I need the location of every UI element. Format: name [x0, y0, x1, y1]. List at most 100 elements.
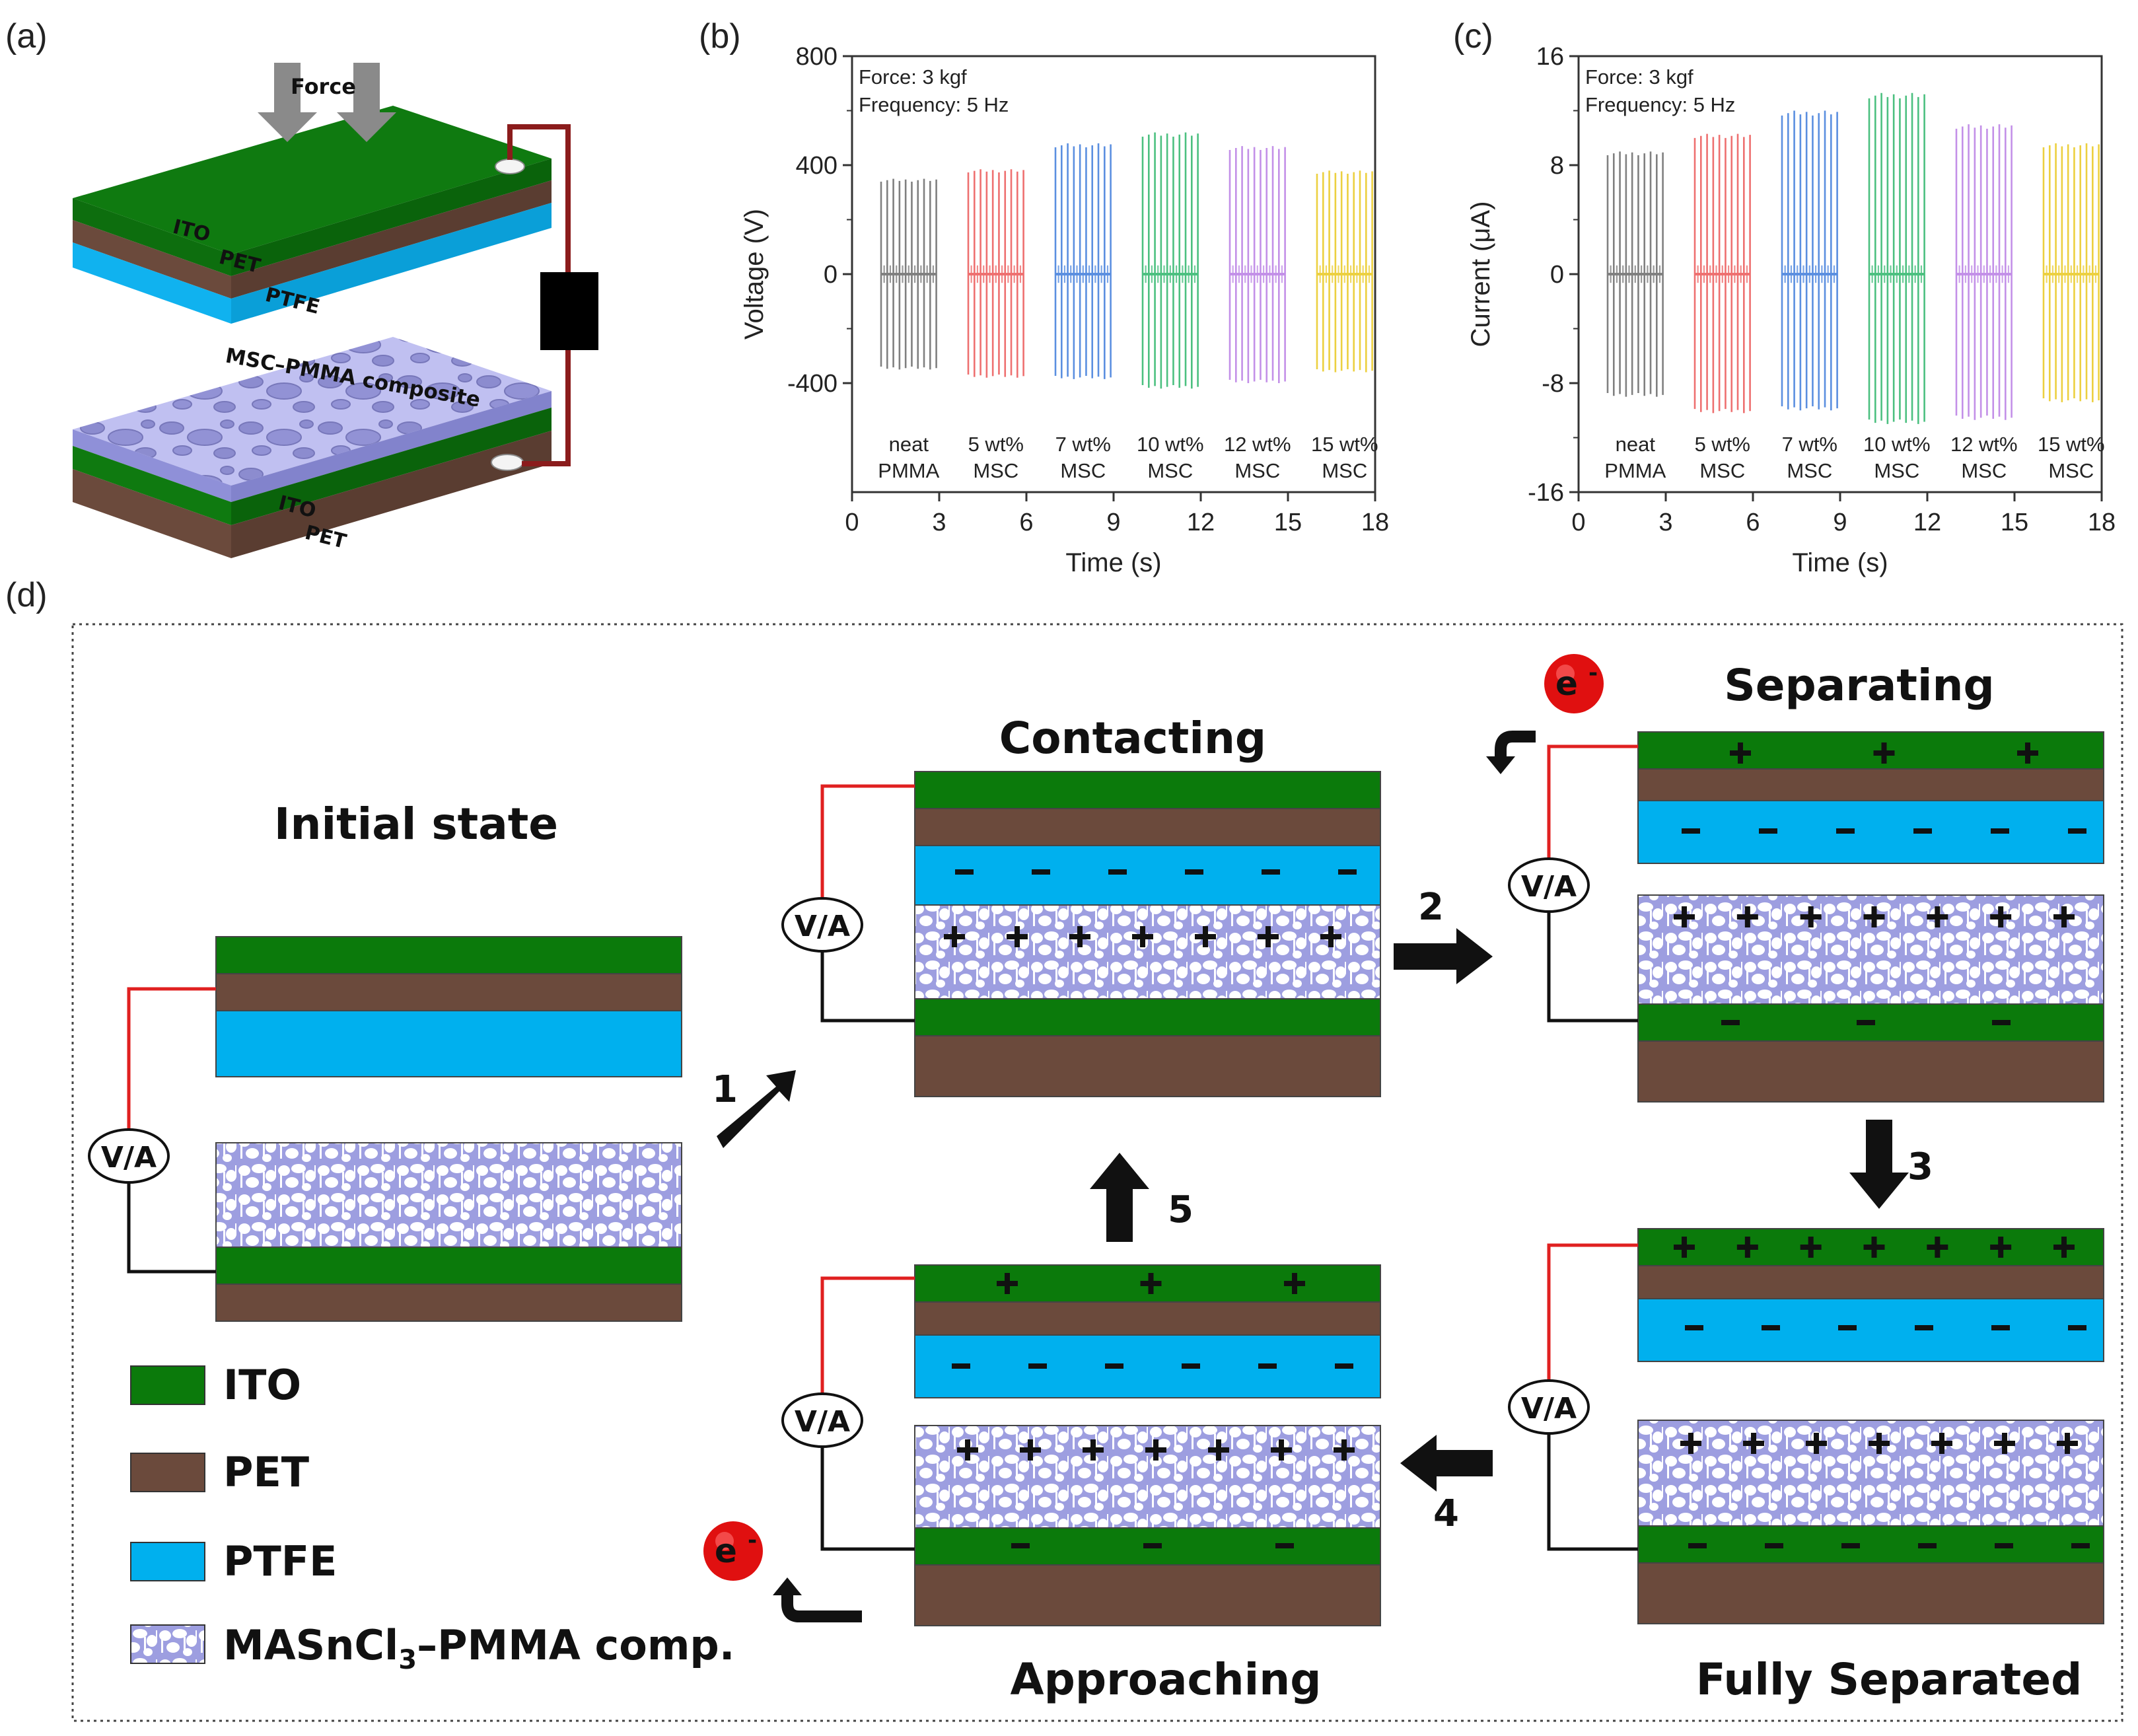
series-label: MSC: [1322, 459, 1367, 482]
series-label: 10 wt%: [1137, 433, 1204, 456]
series-7-wt-msc: 7 wt%MSC: [1781, 110, 1838, 482]
negative-charge: [1857, 1020, 1875, 1025]
positive-charge-v: [1738, 742, 1743, 764]
electron-separating: e -: [1544, 654, 1604, 713]
force-label: Force: [291, 74, 356, 99]
negative-charge: [1262, 869, 1280, 875]
positive-charge-v: [2061, 906, 2067, 927]
negative-charge: [1028, 1363, 1047, 1369]
negative-charge: [1759, 828, 1777, 834]
positive-charge-v: [965, 1439, 970, 1461]
legend-swatch-ptfe: [130, 1542, 205, 1581]
x-tick-label: 3: [1658, 509, 1672, 536]
wire-bottom: [522, 350, 571, 466]
x-tick-label: 12: [1913, 509, 1941, 536]
electrode-contact-bottom: [491, 454, 524, 471]
y-tick-label: 400: [796, 152, 837, 180]
y-tick-label: -16: [1528, 479, 1564, 507]
positive-charge-v: [1279, 1439, 1284, 1461]
top-ito-face: [73, 106, 552, 254]
positive-charge-v: [1153, 1439, 1158, 1461]
panel-d-frame: [71, 623, 2123, 1722]
step-5: 5: [1168, 1188, 1194, 1231]
negative-charge: [1275, 1543, 1294, 1548]
series-label: 12 wt%: [1950, 433, 2018, 456]
negative-charge: [1991, 828, 2009, 834]
load-box: [540, 272, 598, 350]
title-initial: Initial state: [274, 799, 558, 850]
series-12-wt-msc: 12 wt% MSC: [1950, 124, 2018, 482]
positive-charge-v: [1939, 1433, 1944, 1454]
stack-contacting: V/A: [781, 771, 1381, 1097]
layer-label-pet-bottom: PET: [303, 521, 349, 554]
positive-charge-v: [1265, 926, 1271, 947]
positive-charge-v: [1140, 926, 1145, 947]
panel-label-c: (c): [1453, 17, 1493, 55]
series-label: 5 wt%: [1695, 433, 1750, 456]
panel-label-d: (d): [5, 576, 48, 614]
stack-fully-separated: V/A: [1508, 1228, 2104, 1624]
chart-annotation: Force: 3 kgf: [1585, 65, 1693, 89]
x-tick-label: 6: [1019, 509, 1033, 536]
negative-charge: [1688, 1543, 1707, 1548]
stack-approaching: V/A: [781, 1264, 1381, 1626]
negative-charge: [1011, 1543, 1030, 1548]
series-label: 10 wt%: [1863, 433, 1931, 456]
positive-charge-v: [1808, 1237, 1814, 1258]
series-5-wt-msc: 5 wt% MSC: [967, 169, 1024, 482]
negative-charge: [1836, 828, 1855, 834]
negative-charge: [1685, 1325, 1703, 1330]
y-tick-label: 0: [1550, 261, 1564, 289]
positive-charge-v: [1341, 1439, 1347, 1461]
positive-charge-v: [1935, 906, 1941, 927]
series-label: neat: [889, 433, 929, 456]
device-schematic: ITO PET PTFE Force MSC–PMMA composite IT…: [73, 63, 598, 558]
meter-approaching: [781, 1392, 863, 1448]
y-tick-label: 8: [1550, 152, 1564, 180]
y-tick-label: 800: [796, 43, 837, 71]
positive-charge-v: [2061, 1237, 2067, 1258]
series-10-wt-msc: 10 wt%MSC: [1137, 132, 1204, 482]
series-12-wt-msc: 12 wt%MSC: [1224, 146, 1291, 482]
negative-charge: [952, 1363, 970, 1369]
series-label: MSC: [1060, 459, 1106, 482]
series-label: 12 wt%: [1224, 433, 1291, 456]
negative-charge: [1335, 1363, 1353, 1369]
series-label: 5 wt%: [968, 433, 1024, 456]
stack-separating: V/A: [1508, 731, 2104, 1103]
svg-text:e: e: [715, 1532, 737, 1570]
legend-swatch-ito: [130, 1365, 205, 1405]
positive-charge-v: [1216, 1439, 1221, 1461]
x-tick-label: 9: [1106, 509, 1120, 536]
positive-charge-v: [1148, 1273, 1154, 1294]
series-label: MSC: [973, 459, 1018, 482]
svg-text:V/A: V/A: [795, 1405, 850, 1439]
legend-label-pet: PET: [223, 1448, 309, 1496]
negative-charge: [1995, 1543, 2013, 1548]
legend-swatch-pet: [130, 1453, 205, 1492]
positive-charge-v: [1751, 1433, 1756, 1454]
electrode-contact-top: [495, 159, 525, 174]
negative-charge: [1991, 1325, 2010, 1330]
negative-charge: [1918, 1543, 1937, 1548]
x-tick-label: 6: [1746, 509, 1760, 536]
series-10-wt-msc: 10 wt%MSC: [1863, 92, 1931, 482]
y-axis-label: Voltage (V): [740, 209, 769, 340]
series-label: 7 wt%: [1055, 433, 1111, 456]
series-label: MSC: [1699, 459, 1745, 482]
svg-text:-: -: [1588, 660, 1598, 686]
series-label: neat: [1616, 433, 1656, 456]
series-label: MSC: [1961, 459, 2007, 482]
positive-charge-v: [1328, 926, 1334, 947]
meter-initial: [88, 1128, 170, 1184]
positive-charge-v: [1292, 1273, 1297, 1294]
positive-charge-v: [1881, 742, 1887, 764]
positive-charge-v: [1028, 1439, 1033, 1461]
wire-top: [507, 124, 571, 272]
step-4: 4: [1433, 1492, 1459, 1535]
positive-charge-v: [1808, 906, 1814, 927]
y-tick-label: -400: [787, 370, 837, 398]
